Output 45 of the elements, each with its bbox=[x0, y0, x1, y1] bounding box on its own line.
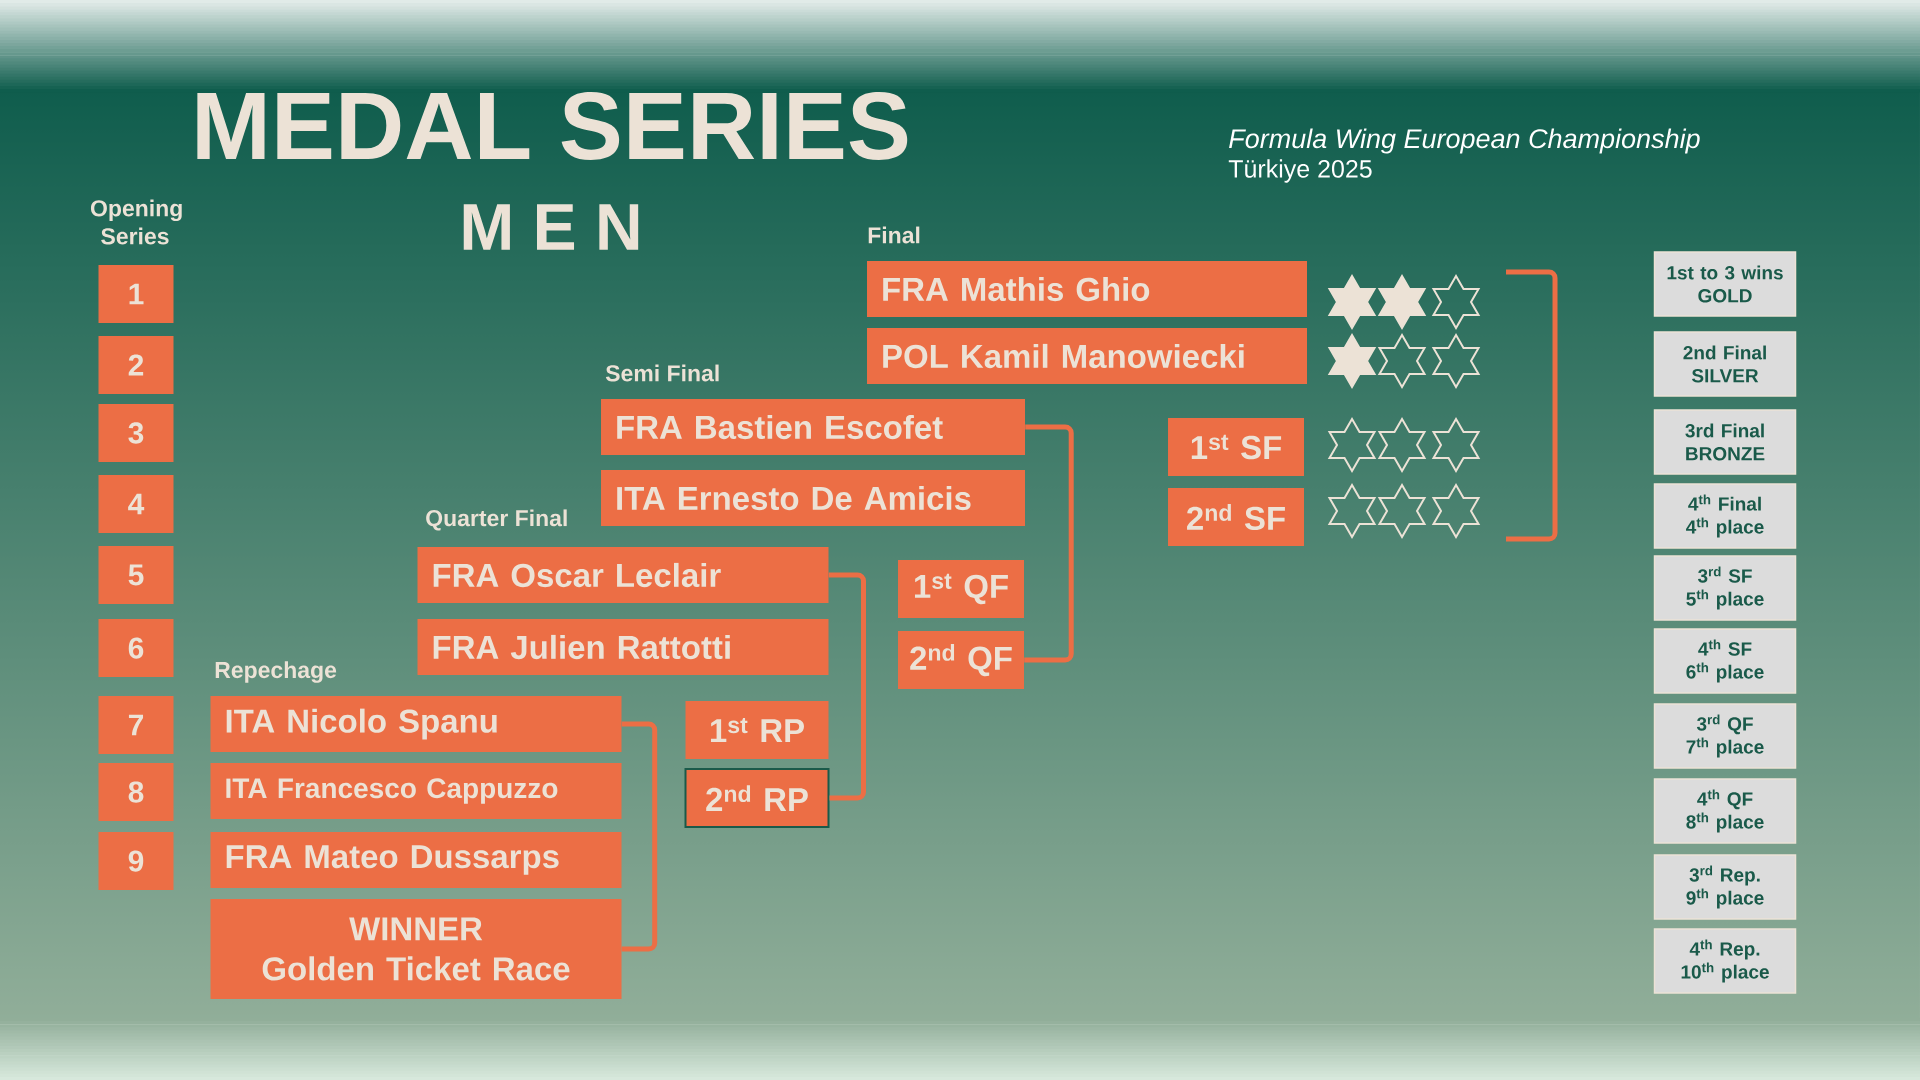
name-box: FRA Julien Rattotti bbox=[417, 619, 829, 675]
placing-box: 4$^{th}$ SF 6$^{th}$ place bbox=[1653, 628, 1797, 694]
name-box: FRA Mathis Ghio bbox=[867, 261, 1307, 317]
race-box: 1$^{st}$ RP bbox=[685, 701, 829, 759]
race-box: 1$^{st}$ SF bbox=[1168, 418, 1304, 476]
placing-box: 3$^{rd}$ QF 7$^{th}$ place bbox=[1653, 703, 1797, 769]
bracket-line bbox=[1024, 424, 1074, 663]
name-box: ITA Nicolo Spanu bbox=[210, 696, 622, 752]
number-box: 4 bbox=[98, 475, 174, 533]
placing-box: 3rd Final BRONZE bbox=[1653, 409, 1797, 475]
number-box: 7 bbox=[98, 696, 174, 754]
name-box: POL Kamil Manowiecki bbox=[867, 328, 1307, 384]
name-box: FRA Oscar Leclair bbox=[417, 547, 829, 603]
column-heading: Quarter Final bbox=[426, 509, 567, 531]
column-heading: Semi Final bbox=[605, 364, 719, 382]
race-box: 2$^{nd}$ QF bbox=[898, 631, 1024, 689]
race-box: 2$^{nd}$ SF bbox=[1168, 488, 1304, 546]
number-box: 6 bbox=[98, 619, 174, 677]
race-box: 2$^{nd}$ RP bbox=[684, 768, 830, 828]
column-heading: Opening Series bbox=[90, 199, 182, 245]
name-box: FRA Mateo Dussarps bbox=[210, 832, 622, 888]
race-box: 1$^{st}$ QF bbox=[898, 560, 1024, 618]
number-box: 2 bbox=[98, 336, 174, 394]
name-box: ITA Ernesto De Amicis bbox=[601, 470, 1025, 526]
number-box: 3 bbox=[98, 404, 174, 462]
number-box: 8 bbox=[98, 763, 174, 821]
placing-box: 2nd Final SILVER bbox=[1653, 331, 1797, 397]
title: MEDAL SERIES bbox=[197, 92, 908, 160]
number-box: 9 bbox=[98, 832, 174, 890]
name-box: FRA Bastien Escofet bbox=[601, 399, 1025, 455]
placing-box: 3$^{rd}$ Rep. 9$^{th}$ place bbox=[1653, 854, 1797, 920]
number-box: 1 bbox=[98, 265, 174, 323]
column-heading: Repechage bbox=[215, 661, 337, 683]
placing-box: 4$^{th}$ QF 8$^{th}$ place bbox=[1653, 778, 1797, 844]
placing-box: 4$^{th}$ Final 4$^{th}$ place bbox=[1653, 483, 1797, 549]
number-box: 5 bbox=[98, 546, 174, 604]
subtitle: M E N bbox=[463, 204, 639, 250]
placing-box: 1st to 3 wins GOLD bbox=[1653, 251, 1797, 317]
column-heading: Final bbox=[868, 226, 920, 244]
winner-box: WINNER Golden Ticket Race bbox=[210, 899, 622, 999]
name-box: ITA Francesco Cappuzzo bbox=[210, 763, 622, 819]
event-year: Türkiye 2025 bbox=[1228, 159, 1372, 183]
placing-box: 4$^{th}$ Rep. 10$^{th}$ place bbox=[1653, 928, 1797, 994]
placing-box: 3$^{rd}$ SF 5$^{th}$ place bbox=[1653, 555, 1797, 621]
event-name: Formula Wing European Championship bbox=[1229, 128, 1700, 154]
